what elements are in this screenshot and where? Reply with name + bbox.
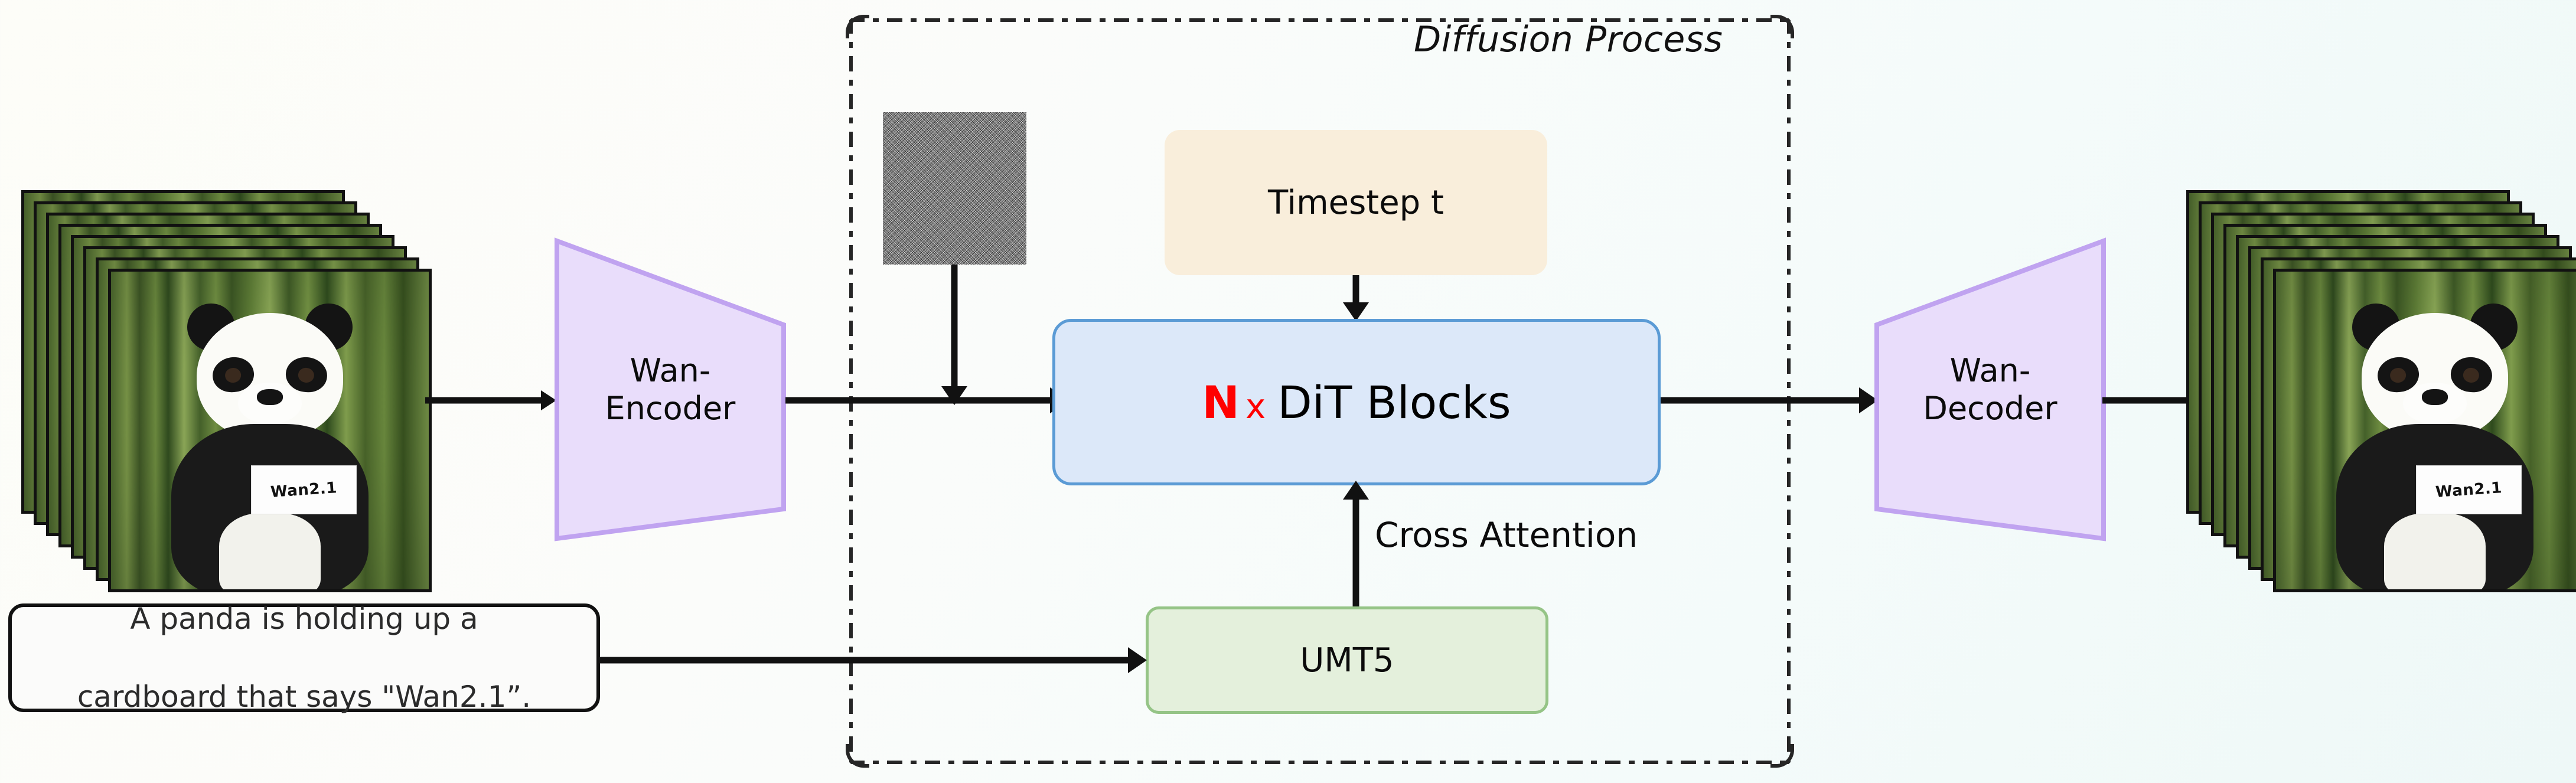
panda-eyeball-left	[224, 367, 242, 384]
input-video-frames: Wan2.1	[8, 177, 432, 592]
arrow-noise-to-latent	[941, 265, 967, 405]
wan-decoder-label-line2: Decoder	[1923, 390, 2057, 427]
panda-sign-text: Wan2.1	[2435, 478, 2503, 501]
dit-repeat-count: N	[1202, 376, 1240, 429]
frame-front-output: Wan2.1	[2273, 269, 2576, 592]
gaussian-noise-patch	[883, 112, 1026, 265]
corner-bottom-left	[846, 744, 869, 768]
arrow-timestep-to-dit	[1343, 275, 1369, 321]
wan-encoder-block[interactable]: Wan- Encoder	[552, 236, 788, 541]
panda-chest	[2383, 513, 2486, 589]
panda-chest	[219, 513, 321, 589]
prompt-line-1: A panda is holding up a	[130, 602, 478, 636]
diffusion-process-title: Diffusion Process	[1414, 19, 1723, 60]
wan-decoder-label-line1: Wan-	[1949, 352, 2031, 390]
output-video-frames: Wan2.1	[2173, 177, 2576, 592]
panda-illustration: Wan2.1	[2276, 272, 2576, 589]
corner-bottom-right	[1770, 744, 1794, 768]
panda-eyeball-right	[2462, 367, 2480, 384]
timestep-label: Timestep t	[1268, 183, 1444, 222]
corner-top-right	[1770, 15, 1794, 38]
wan-encoder-label-line1: Wan-	[630, 352, 711, 390]
timestep-box[interactable]: Timestep t	[1165, 130, 1547, 275]
dit-times-symbol: x	[1245, 386, 1266, 426]
dit-blocks-label: DiT Blocks	[1277, 376, 1511, 429]
wan-decoder-block[interactable]: Wan- Decoder	[1872, 236, 2108, 541]
cross-attention-label: Cross Attention	[1375, 515, 1638, 555]
arrow-dit-to-decoder	[1661, 387, 1878, 413]
dit-blocks-box[interactable]: N x DiT Blocks	[1052, 319, 1661, 485]
wan-encoder-label-line2: Encoder	[605, 390, 736, 427]
panda-sign-card: Wan2.1	[250, 465, 357, 514]
arrow-umt5-to-dit-cross-attention	[1343, 481, 1369, 607]
panda-nose	[257, 389, 283, 405]
panda-sign-card: Wan2.1	[2415, 465, 2522, 514]
frame-front-input: Wan2.1	[108, 269, 432, 592]
umt5-box[interactable]: UMT5	[1146, 606, 1548, 714]
panda-sign-text: Wan2.1	[270, 478, 338, 501]
arrow-prompt-to-umt5	[600, 647, 1147, 673]
corner-top-left	[846, 15, 869, 38]
panda-nose	[2422, 389, 2448, 405]
panda-eyeball-left	[2389, 367, 2407, 384]
arrow-encoder-to-dit	[785, 387, 1069, 413]
panda-eyeball-right	[297, 367, 315, 384]
panda-illustration: Wan2.1	[111, 272, 429, 589]
umt5-label: UMT5	[1300, 641, 1394, 680]
prompt-line-2: cardboard that says "Wan2.1”.	[77, 680, 531, 714]
prompt-text: A panda is holding up a cardboard that s…	[77, 599, 531, 716]
arrow-frames-to-encoder	[425, 390, 556, 410]
prompt-text-box[interactable]: A panda is holding up a cardboard that s…	[8, 602, 600, 714]
